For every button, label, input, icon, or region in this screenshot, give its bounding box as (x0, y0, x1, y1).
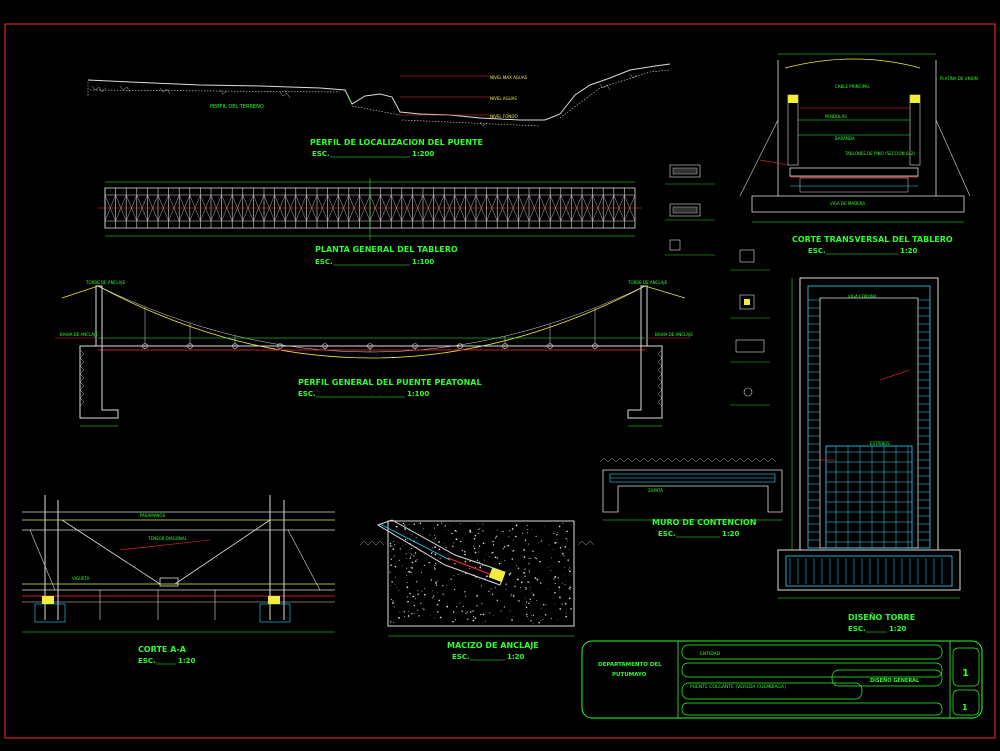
deck-cross-section-esc-value: 1:20 (900, 247, 918, 255)
retaining-wall-esc-label: ESC. (658, 530, 676, 538)
tower-design-view: VIGA CORONA ESTRIBOS DISEÑO TORRE ESC. 1… (777, 277, 961, 633)
title-block-department-line1: DEPARTAMENTO DEL (598, 662, 662, 668)
title-block-sheet-number: 1 (962, 668, 969, 679)
svg-text:PLATINA DE UNION: PLATINA DE UNION (940, 76, 978, 81)
section-aa-title: CORTE A-A (138, 645, 187, 654)
title-block-total-sheets: 1 (962, 703, 968, 712)
localization-profile-title: PERFIL DE LOCALIZACION DEL PUENTE (310, 138, 483, 147)
svg-text:BAHIA DE ANCLAJE: BAHIA DE ANCLAJE (60, 332, 98, 337)
svg-text:CABLE PRINCIPAL: CABLE PRINCIPAL (835, 84, 871, 89)
anchor-block-title: MACIZO DE ANCLAJE (447, 641, 539, 650)
svg-text:ESTRIBOS: ESTRIBOS (870, 441, 890, 446)
tower-design-title: DISEÑO TORRE (848, 612, 915, 622)
anchor-block-esc-value: 1:20 (507, 653, 525, 661)
svg-text:NIVEL AGUAS: NIVEL AGUAS (490, 96, 517, 101)
detail-symbols-top (665, 164, 715, 256)
bridge-elevation-esc-value: 1:100 (407, 390, 429, 398)
svg-text:PASAMANOS: PASAMANOS (140, 513, 166, 518)
svg-text:VIGA CORONA: VIGA CORONA (848, 294, 877, 299)
svg-text:BARANDA: BARANDA (835, 136, 855, 141)
svg-text:VIGA DE MADERA: VIGA DE MADERA (830, 201, 865, 206)
title-block-field-label: ENTIDAD (700, 651, 721, 657)
detail-symbols-middle (730, 249, 770, 406)
sheet-border (4, 23, 996, 739)
svg-text:BAHIA DE ANCLAJE: BAHIA DE ANCLAJE (655, 332, 693, 337)
title-block-drawing-name: DISEÑO GENERAL (870, 677, 920, 684)
deck-cross-section-title: CORTE TRANSVERSAL DEL TABLERO (792, 235, 953, 244)
section-aa-esc-value: 1:20 (178, 657, 196, 665)
retaining-wall-title: MURO DE CONTENCION (652, 518, 756, 527)
anchor-block-view: MACIZO DE ANCLAJE ESC. 1:20 (359, 519, 595, 661)
title-block: DEPARTAMENTO DEL PUTUMAYO ENTIDAD PUENTE… (581, 640, 983, 719)
retaining-wall-view: ZAPATA MURO DE CONTENCION ESC. 1:20 (599, 457, 783, 538)
svg-text:NIVEL FONDO: NIVEL FONDO (490, 114, 518, 119)
tower-design-esc-label: ESC. (848, 625, 866, 633)
svg-text:TORRE DE ANCLAJE: TORRE DE ANCLAJE (627, 280, 668, 285)
deck-plan-title: PLANTA GENERAL DEL TABLERO (315, 245, 458, 254)
deck-plan-view: PLANTA GENERAL DEL TABLERO ESC. 1:100 (98, 178, 642, 266)
svg-text:TENSOR DIAGONAL: TENSOR DIAGONAL (147, 536, 188, 541)
deck-cross-section-esc-label: ESC. (808, 247, 826, 255)
title-block-department-line2: PUTUMAYO (612, 672, 647, 678)
bridge-elevation-view: BAHIA DE ANCLAJE BAHIA DE ANCLAJE TORRE … (55, 280, 693, 427)
deck-cross-section-view: CABLE PRINCIPAL PENDOLAS BARANDA TABLONE… (739, 53, 978, 255)
deck-cross-section-note: TABLONES DE PINO (SECCION 6x2) (844, 151, 915, 156)
deck-plan-esc-label: ESC. (315, 258, 333, 266)
section-aa-view: PASAMANOS TENSOR DIAGONAL VIGUETA CORTE … (22, 495, 335, 665)
tower-design-esc-value: 1:20 (889, 625, 907, 633)
svg-text:ZAPATA: ZAPATA (648, 488, 663, 493)
svg-text:PENDOLAS: PENDOLAS (825, 114, 847, 119)
terrain-profile-view: NIVEL MAX AGUAS NIVEL AGUAS NIVEL FONDO … (87, 63, 671, 158)
deck-plan-esc-value: 1:100 (412, 258, 434, 266)
bridge-elevation-esc-label: ESC. (298, 390, 316, 398)
section-aa-esc-label: ESC. (138, 657, 156, 665)
svg-text:TORRE DE ANCLAJE: TORRE DE ANCLAJE (85, 280, 126, 285)
bridge-elevation-title: PERFIL GENERAL DEL PUENTE PEATONAL (298, 378, 482, 387)
anchor-block-esc-label: ESC. (452, 653, 470, 661)
svg-text:NIVEL MAX AGUAS: NIVEL MAX AGUAS (490, 75, 528, 80)
terrain-profile-label: PERFIL DEL TERRENO (210, 104, 264, 110)
localization-profile-esc-label: ESC. (312, 150, 330, 158)
retaining-wall-esc-value: 1:20 (722, 530, 740, 538)
localization-profile-esc-value: 1:200 (412, 150, 434, 158)
title-block-project: PUENTE COLGANTE (VEREDA CUEMBIAGA) (690, 684, 786, 690)
svg-text:VIGUETA: VIGUETA (72, 576, 90, 581)
